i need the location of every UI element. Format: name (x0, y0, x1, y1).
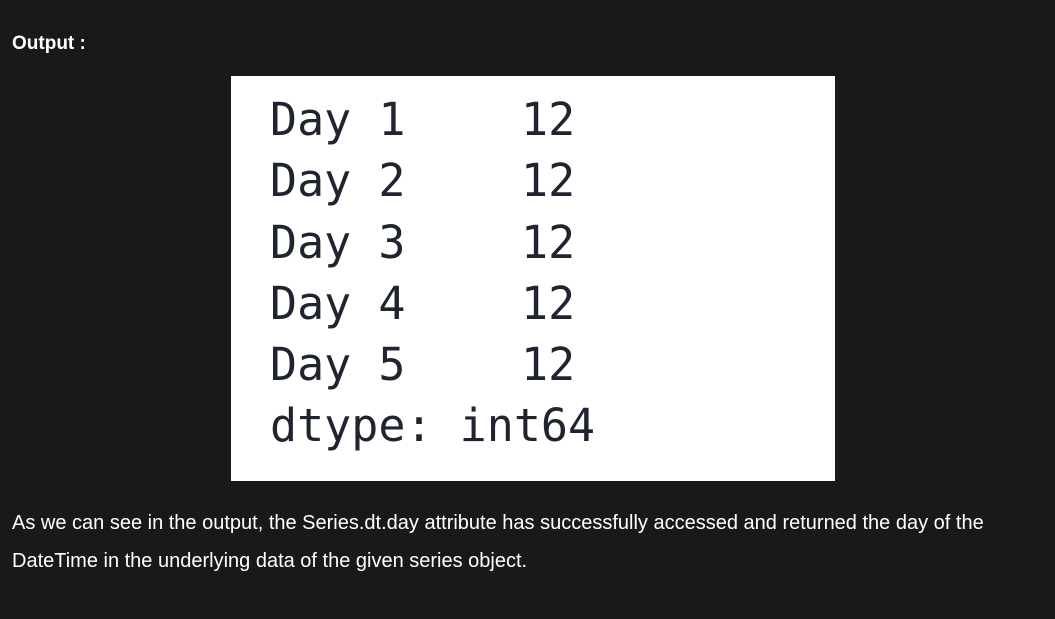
output-row-value: 12 (521, 93, 576, 146)
output-row-value: 12 (521, 338, 576, 392)
output-row: Day 3 12 (270, 212, 835, 273)
output-row-value: 12 (521, 215, 576, 269)
output-dtype: dtype: int64 (270, 399, 596, 453)
output-row-index: Day 4 (270, 276, 406, 330)
output-row-index: Day 1 (270, 93, 406, 146)
output-row-index: Day 2 (270, 154, 406, 208)
output-row-index: Day 3 (270, 215, 406, 269)
output-row: Day 5 12 (270, 334, 835, 395)
description-paragraph: As we can see in the output, the Series.… (12, 512, 984, 572)
output-row-index: Day 5 (270, 338, 406, 392)
output-row-value: 12 (521, 276, 576, 330)
output-heading: Output : (12, 33, 86, 54)
output-row: Day 2 12 (270, 150, 835, 211)
output-row-value: 12 (521, 154, 576, 208)
output-row: Day 1 12 (270, 89, 835, 150)
output-row: Day 4 12 (270, 273, 835, 334)
output-screenshot: Day 1 12 Day 2 12 Day 3 12 Day 4 12 Day … (231, 76, 835, 481)
